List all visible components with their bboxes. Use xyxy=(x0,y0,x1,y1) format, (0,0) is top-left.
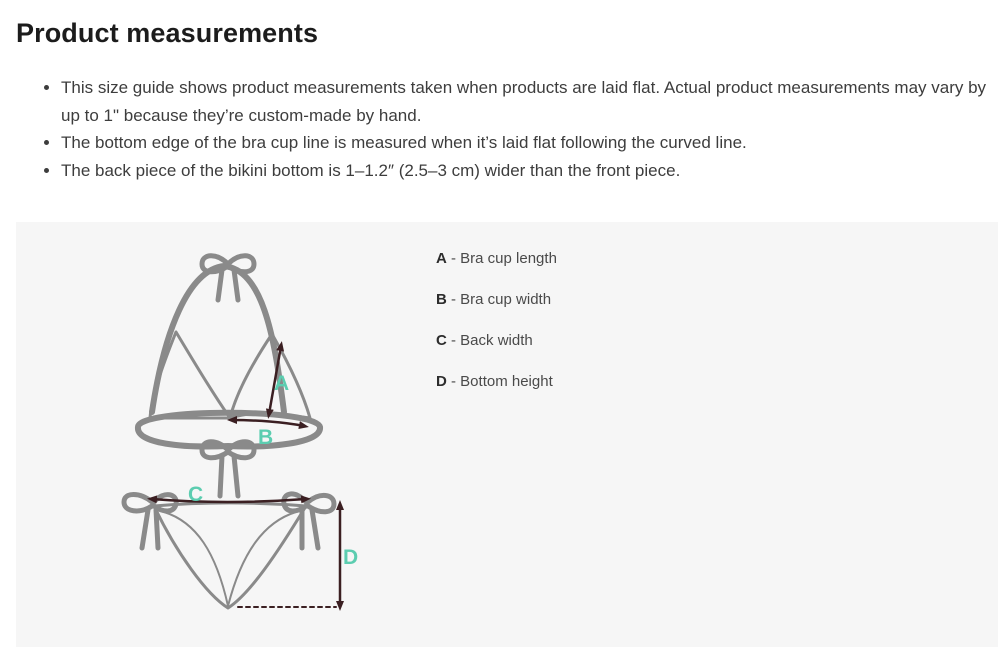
legend-label: - Bra cup length xyxy=(446,250,557,267)
arrow-a xyxy=(265,341,285,419)
bra-top-outline xyxy=(135,253,323,499)
dimension-label-b: B xyxy=(258,426,273,449)
legend-label: - Bra cup width xyxy=(446,291,552,308)
size-guide-panel: A B C D A - Bra cup length B - Bra cup w… xyxy=(16,222,998,647)
bikini-diagram: A B C D xyxy=(121,253,358,611)
legend-item: A - Bra cup length xyxy=(436,248,557,289)
legend-item: C - Back width xyxy=(436,330,557,371)
legend-label: - Bottom height xyxy=(446,373,553,390)
measurement-legend: A - Bra cup length B - Bra cup width C -… xyxy=(436,248,557,412)
page-title: Product measurements xyxy=(16,18,319,48)
dimension-label-c: C xyxy=(188,483,203,506)
legend-key: B xyxy=(436,291,447,308)
legend-key: A xyxy=(436,250,447,267)
arrow-c xyxy=(147,495,311,504)
dimension-label-d: D xyxy=(343,546,358,569)
note-item: The back piece of the bikini bottom is 1… xyxy=(61,157,991,185)
legend-label: - Back width xyxy=(446,332,533,349)
measurement-notes: This size guide shows product measuremen… xyxy=(16,74,991,184)
bikini-bottom-outline xyxy=(121,491,337,610)
legend-key: C xyxy=(436,332,447,349)
note-item: This size guide shows product measuremen… xyxy=(61,74,991,129)
legend-key: D xyxy=(436,373,447,390)
legend-item: B - Bra cup width xyxy=(436,289,557,330)
legend-item: D - Bottom height xyxy=(436,371,557,412)
arrow-b xyxy=(227,416,309,429)
measurement-arrows xyxy=(147,341,344,611)
note-item: The bottom edge of the bra cup line is m… xyxy=(61,129,991,157)
dimension-label-a: A xyxy=(274,372,289,395)
